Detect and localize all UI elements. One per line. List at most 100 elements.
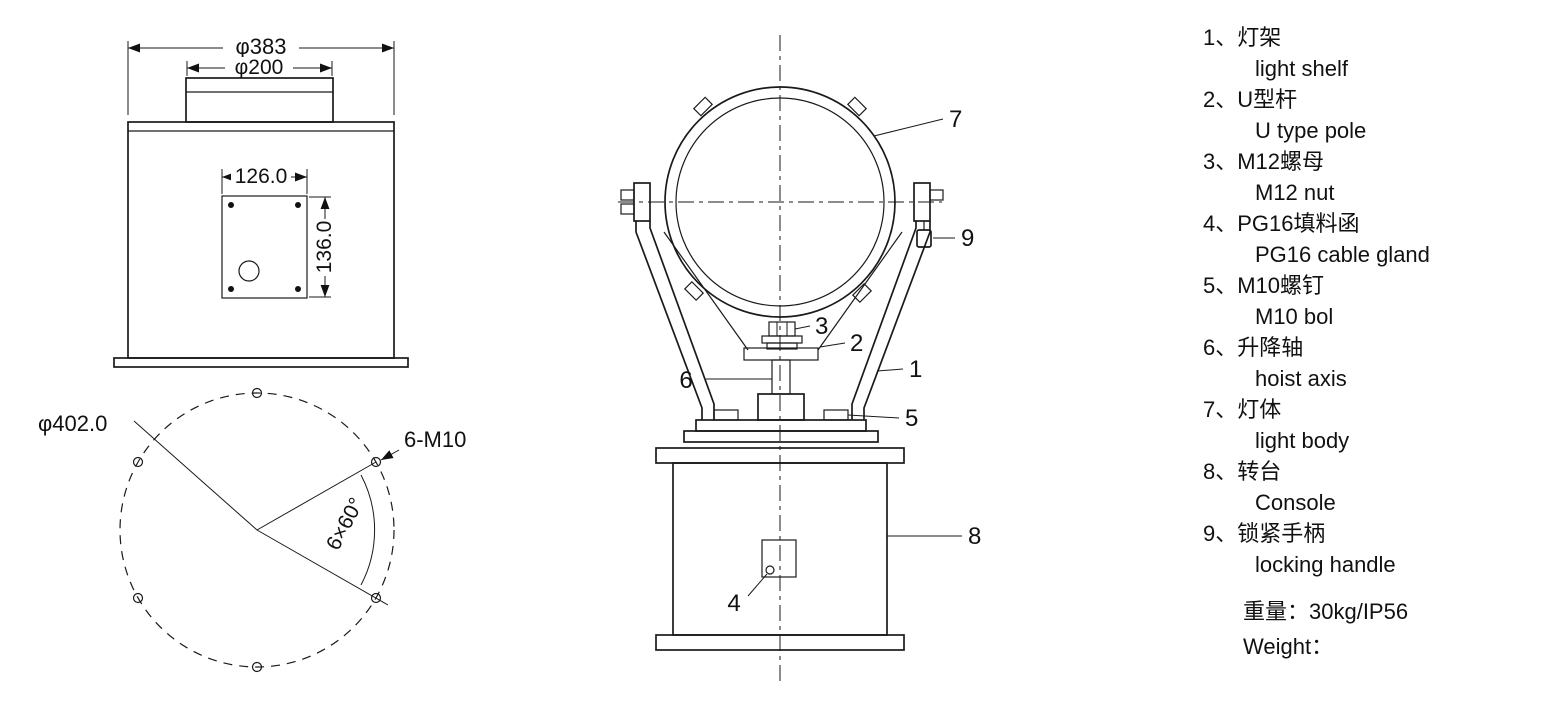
bolt-hole [370,592,382,604]
part-name-zh: 3、M12螺母 [1203,149,1325,174]
callout-2: 2 [819,330,863,357]
part-item-4: 4、PG16填料函 PG16 cable gland [1203,208,1563,270]
weight-label-en: Weight： [1243,634,1334,659]
part-name-zh: 5、M10螺钉 [1203,273,1325,298]
part-name-zh: 4、PG16填料函 [1203,211,1360,236]
part-name-en: PG16 cable gland [1255,242,1430,267]
callout-3: 3 [794,313,828,340]
callout-8: 8 [887,523,981,550]
cable-gland-hole [765,565,775,575]
part-name-zh: 9、锁紧手柄 [1203,521,1326,546]
part-item-6: 6、升降轴 hoist axis [1203,332,1563,394]
m12-nut [768,321,796,337]
dim-cutout-height-label: 136.0 [313,221,336,274]
axis-base-block [757,393,805,421]
body-clip [851,282,873,304]
dim-outer-diameter-label: φ383 [236,34,287,59]
bolt-hole [132,592,144,604]
part-name-en: light body [1255,428,1350,453]
callout-4: 4 [727,573,768,617]
mount-cutout [221,195,308,299]
part-item-8: 8、转台 Console [1203,456,1563,518]
callout-5-label: 5 [905,405,918,432]
mount-plate-upper [695,419,867,432]
part-name-zh: 1、灯架 [1203,25,1282,50]
part-item-1: 1、灯架 light shelf [1203,22,1563,84]
part-name-en: U type pole [1255,118,1367,143]
base-body-outline [127,121,395,359]
part-item-2: 2、U型杆 U type pole [1203,84,1563,146]
cable-gland [761,539,797,578]
view-bolt-circle: φ402.0 6-M10 6×60° [38,387,466,673]
mount-hole-dot [295,286,301,292]
light-body-outline [664,86,896,318]
part-item-9: 9、锁紧手柄 locking handle [1203,518,1563,580]
callout-3-label: 3 [815,313,828,340]
part-item-3: 3、M12螺母 M12 nut [1203,146,1563,208]
base-top-cap [185,77,334,123]
bolt-circle [119,392,395,668]
part-name-zh: 6、升降轴 [1203,335,1304,360]
mount-plate-lower [683,430,879,443]
part-name-en: hoist axis [1255,366,1347,391]
dim-top-diameter-label: φ200 [235,56,284,79]
part-name-en: locking handle [1255,552,1396,577]
dimension-cutout-height: 136.0 [309,196,336,298]
dim-cutout-width-label: 126.0 [235,165,288,188]
left-trunnion [633,182,651,222]
dimension-cutout-width: 126.0 [221,165,308,194]
callout-9: 9 [933,225,974,252]
body-clip [846,96,868,117]
callout-1: 1 [876,356,922,383]
part-name-zh: 2、U型杆 [1203,87,1298,112]
callout-6-label: 6 [679,367,692,394]
part-name-zh: 7、灯体 [1203,397,1282,422]
callout-7: 7 [873,106,962,137]
hoist-mechanism [713,321,849,421]
part-name-en: light shelf [1255,56,1348,81]
bolt-spacing-label: 6×60° [322,494,368,554]
part-name-en: M10 bol [1255,304,1334,329]
dimension-outer-diameter: φ383 [127,34,395,115]
view-base-front: φ383 φ200 126.0 136.0 [113,34,409,368]
m10-bolt [713,409,739,421]
dimension-top-diameter: φ200 [186,56,333,79]
console [655,447,905,651]
cable-hole [238,260,260,282]
mount-hole-dot [295,202,301,208]
callout-5: 5 [847,405,918,432]
callout-9-label: 9 [961,225,974,252]
part-name-en: Console [1255,490,1336,515]
callout-6: 6 [679,367,772,394]
bolt-hole [132,456,144,468]
bolt-holes-label: 6-M10 [404,427,466,452]
callout-1-label: 1 [909,356,922,383]
part-name-en: M12 nut [1255,180,1335,205]
body-clip [692,96,714,117]
bolt-hole [251,387,263,399]
body-clip [683,280,705,302]
yoke [635,221,931,420]
dim-bolt-circle-diameter-label: φ402.0 [38,411,107,436]
light-body-rim [675,97,885,307]
callout-8-label: 8 [968,523,981,550]
right-trunnion [913,182,931,222]
bolt-hole [370,456,382,468]
m10-bolt [823,409,849,421]
hoist-axis [771,359,791,395]
weight-block: 重量：30kg/IP56 Weight： [1203,594,1563,664]
bolt-hole [251,661,263,673]
callout-7-label: 7 [949,106,962,133]
part-name-zh: 8、转台 [1203,459,1282,484]
part-item-7: 7、灯体 light body [1203,394,1563,456]
mount-hole-dot [228,286,234,292]
base-foot-plate [113,357,409,368]
mount-hole-dot [228,202,234,208]
view-elevation: 7 9 3 2 1 6 5 8 [618,35,981,685]
weight-value-zh: 重量：30kg/IP56 [1243,599,1409,624]
callout-2-label: 2 [850,330,863,357]
parts-list: 1、灯架 light shelf 2、U型杆 U type pole 3、M12… [1203,22,1563,664]
callout-4-label: 4 [727,590,740,617]
